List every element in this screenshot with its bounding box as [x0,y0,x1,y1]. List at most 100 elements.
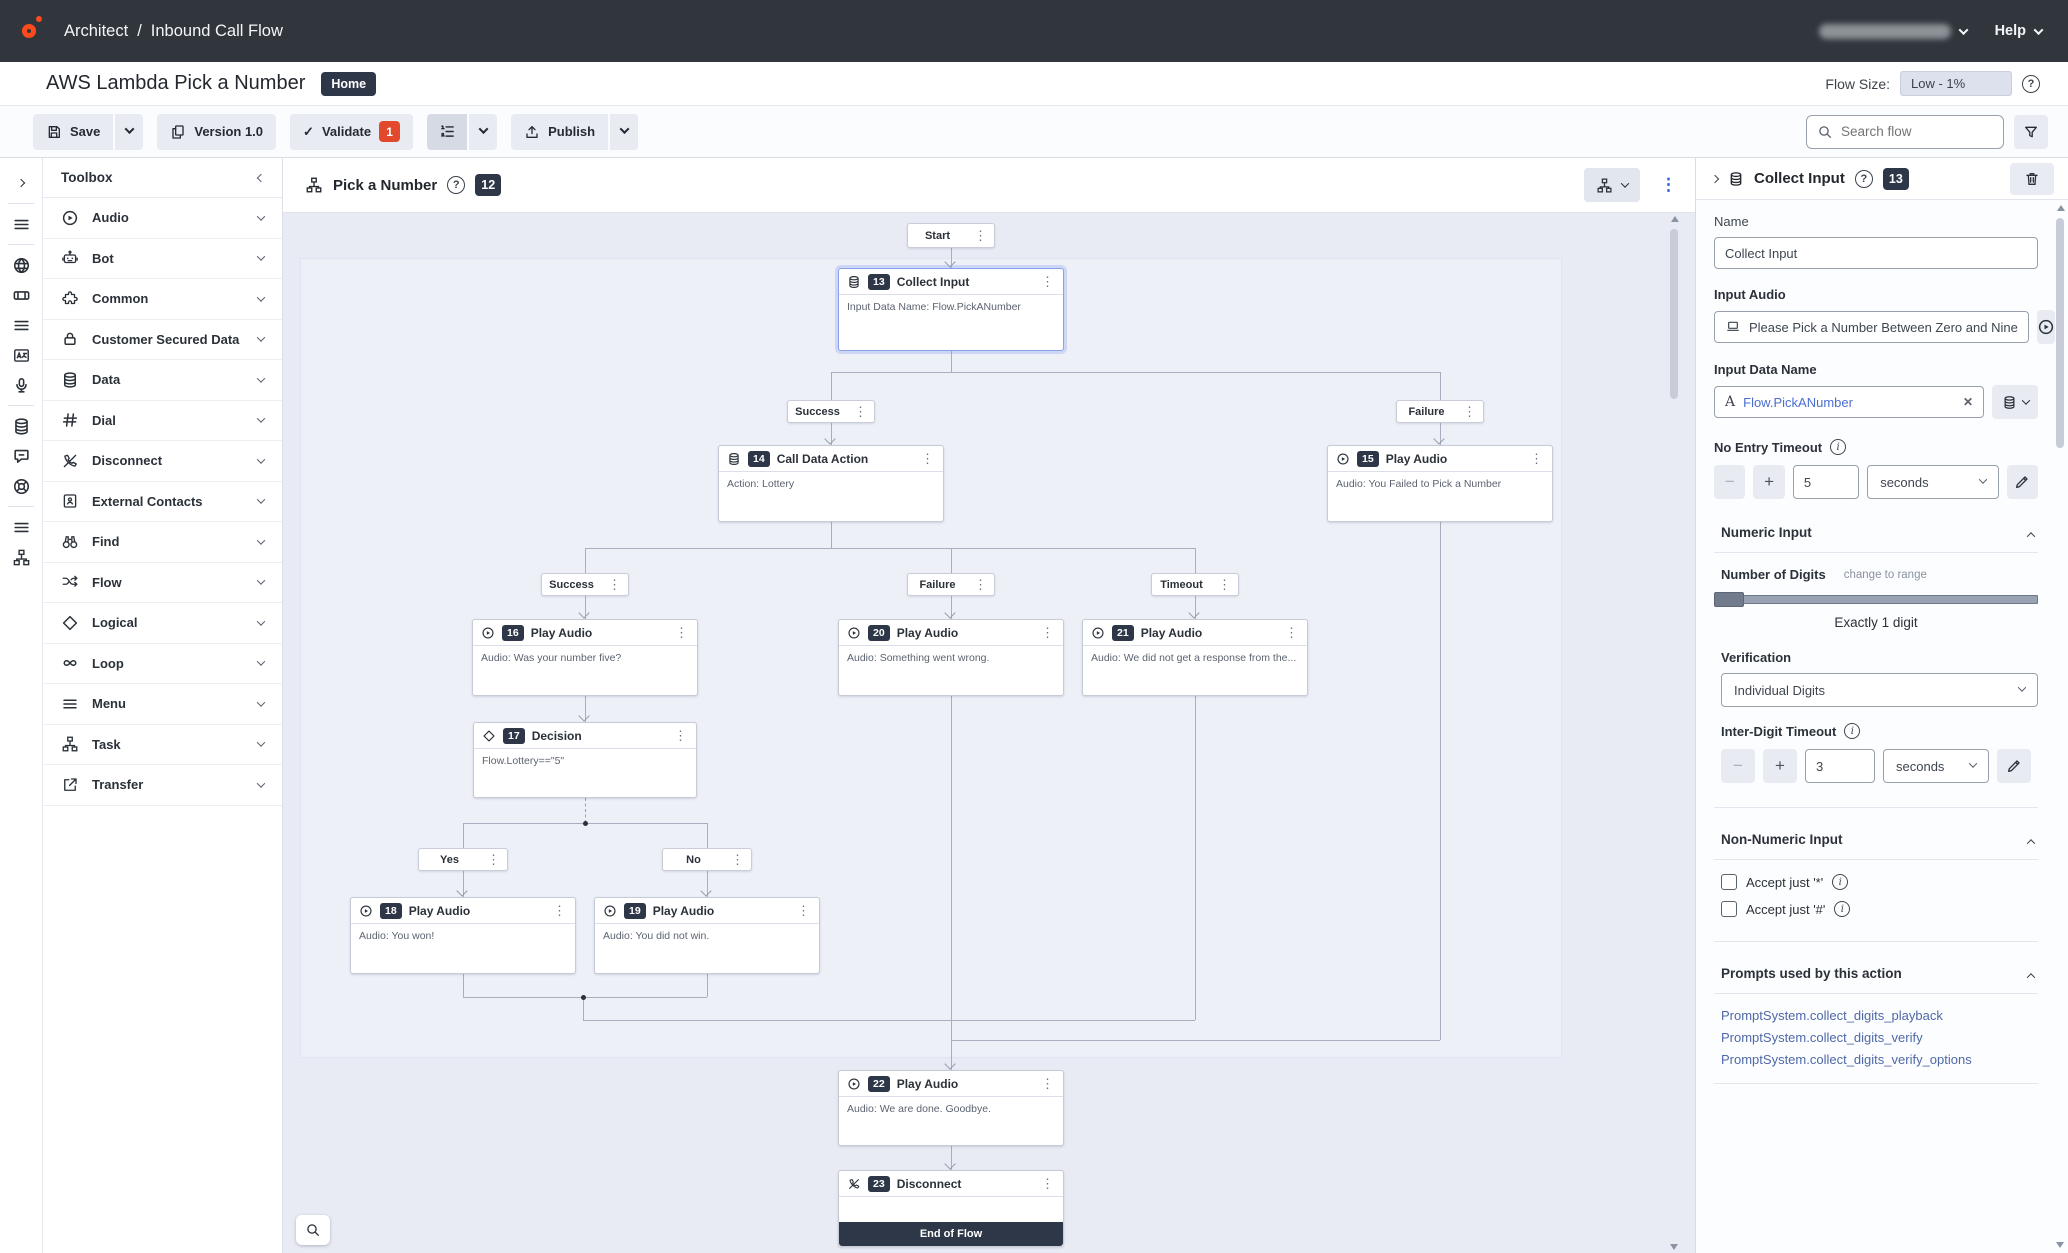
scroll-up-icon[interactable] [1670,216,1679,222]
toolbox-item-flow[interactable]: Flow [43,563,282,603]
kebab-menu-icon[interactable]: ⋮ [974,577,987,592]
inter-digit-timeout-unit-select[interactable]: seconds [1883,749,1989,783]
toolbox-item-dial[interactable]: Dial [43,401,282,441]
node-play-audio-19[interactable]: 19 Play Audio ⋮ Audio: You did not win. [594,897,820,974]
user-menu[interactable] [1818,23,1969,39]
accept-star-checkbox[interactable] [1721,874,1737,890]
toolbox-item-data[interactable]: Data [43,360,282,401]
change-to-range-link[interactable]: change to range [1843,568,1927,581]
scroll-down-icon[interactable] [2056,1242,2064,1248]
help-circle-icon[interactable]: ? [447,176,466,194]
info-icon[interactable]: i [1830,439,1847,455]
zoom-button[interactable] [296,1215,330,1245]
collapse-panel-icon[interactable] [1710,174,1720,183]
node-disconnect[interactable]: 23 Disconnect ⋮ End of Flow [838,1170,1064,1247]
help-menu[interactable]: Help [1995,23,2044,39]
expand-panel-icon[interactable] [0,168,42,198]
kebab-menu-icon[interactable]: ⋮ [974,228,987,243]
kebab-menu-icon[interactable]: ⋮ [1041,1076,1054,1091]
increment-button[interactable]: + [1763,749,1797,783]
validation-list-button[interactable] [427,113,468,150]
node-play-audio-22[interactable]: 22 Play Audio ⋮ Audio: We are done. Good… [838,1070,1064,1146]
branch-success[interactable]: Success⋮ [541,573,629,596]
life-ring-icon[interactable] [0,471,42,501]
decrement-button[interactable]: − [1714,465,1746,499]
breadcrumb-app[interactable]: Architect [64,21,129,40]
task-org-icon[interactable] [0,542,42,572]
translate-icon[interactable] [0,340,42,370]
section-non-numeric-input[interactable]: Non-Numeric Input [1714,832,2038,860]
layout-button[interactable] [1584,168,1640,202]
toolbox-item-disconnect[interactable]: Disconnect [43,441,282,482]
search-input[interactable] [1841,124,1981,139]
canvas-scrollbar[interactable] [1668,213,1681,1253]
publish-button[interactable]: Publish [511,113,609,150]
kebab-menu-icon[interactable]: ⋮ [797,903,810,918]
input-data-name-field[interactable]: A Flow.PickANumber ✕ [1714,386,1984,418]
branch-timeout[interactable]: Timeout⋮ [1151,573,1239,596]
node-call-data-action[interactable]: 14 Call Data Action ⋮ Action: Lottery [718,445,944,522]
scrollbar-thumb[interactable] [1670,229,1678,399]
kebab-menu-icon[interactable]: ⋮ [674,728,687,743]
toolbox-item-task[interactable]: Task [43,725,282,765]
branch-no[interactable]: No⋮ [662,848,752,871]
canvas-kebab-menu[interactable]: ⋮ [1660,175,1677,194]
verification-select[interactable]: Individual Digits [1721,673,2038,707]
menu-lines-icon[interactable] [0,512,42,542]
toolbox-item-logical[interactable]: Logical [43,603,282,644]
validation-count-badge[interactable]: 1 [379,121,401,142]
kebab-menu-icon[interactable]: ⋮ [675,625,688,640]
node-start[interactable]: Start ⋮ [907,223,995,248]
prompt-link[interactable]: PromptSystem.collect_digits_playback [1721,1008,1943,1023]
kebab-menu-icon[interactable]: ⋮ [1285,625,1298,640]
kebab-menu-icon[interactable]: ⋮ [487,852,500,867]
save-button[interactable]: Save [33,113,114,150]
accept-hash-checkbox[interactable] [1721,901,1737,917]
node-collect-input[interactable]: 13 Collect Input ⋮ Input Data Name: Flow… [838,268,1064,351]
node-decision[interactable]: 17 Decision ⋮ Flow.Lottery=="5" [473,722,697,798]
help-circle-icon[interactable]: ? [1854,169,1873,188]
toolbox-item-menu[interactable]: Menu [43,684,282,725]
toolbox-item-transfer[interactable]: Transfer [43,765,282,806]
branch-failure[interactable]: Failure⋮ [1396,400,1484,423]
node-play-audio-15[interactable]: 15 Play Audio ⋮ Audio: You Failed to Pic… [1327,445,1553,522]
section-prompts[interactable]: Prompts used by this action [1714,966,2038,994]
prompt-link[interactable]: PromptSystem.collect_digits_verify [1721,1030,1923,1045]
save-menu-button[interactable] [115,113,144,150]
scroll-up-icon[interactable] [2056,205,2065,211]
digits-slider[interactable] [1714,592,2038,607]
kebab-menu-icon[interactable]: ⋮ [1218,577,1231,592]
kebab-menu-icon[interactable]: ⋮ [1041,625,1054,640]
node-play-audio-21[interactable]: 21 Play Audio ⋮ Audio: We did not get a … [1082,619,1308,696]
kebab-menu-icon[interactable]: ⋮ [731,852,744,867]
validation-list-menu-button[interactable] [469,113,498,150]
play-audio-button[interactable] [2036,310,2055,344]
node-play-audio-16[interactable]: 16 Play Audio ⋮ Audio: Was your number f… [472,619,698,696]
menu-lines-icon[interactable] [0,209,42,239]
kebab-menu-icon[interactable]: ⋮ [921,451,934,466]
section-numeric-input[interactable]: Numeric Input [1714,525,2038,553]
info-icon[interactable]: i [1832,874,1849,890]
validate-button[interactable]: ✓ Validate 1 [290,113,414,150]
branch-success[interactable]: Success⋮ [787,400,875,423]
ticket-icon[interactable] [0,280,42,310]
globe-icon[interactable] [0,250,42,280]
delete-action-button[interactable] [2010,162,2054,195]
kebab-menu-icon[interactable]: ⋮ [1463,404,1476,419]
collapse-toolbox-icon[interactable] [256,173,266,182]
scroll-down-icon[interactable] [1670,1244,1678,1250]
toolbox-item-common[interactable]: Common [43,279,282,320]
kebab-menu-icon[interactable]: ⋮ [1530,451,1543,466]
kebab-menu-icon[interactable]: ⋮ [854,404,867,419]
toolbox-item-find[interactable]: Find [43,522,282,563]
version-button[interactable]: Version 1.0 [157,113,277,150]
publish-menu-button[interactable] [610,113,639,150]
name-field[interactable] [1725,245,2027,261]
database-icon[interactable] [0,411,42,441]
genesys-logo-icon[interactable] [20,14,50,48]
inter-digit-timeout-value[interactable]: 3 [1805,749,1875,783]
prompt-link[interactable]: PromptSystem.collect_digits_verify_optio… [1721,1052,1972,1067]
panel-scrollbar[interactable] [2054,202,2067,1251]
filter-button[interactable] [2014,114,2048,149]
chat-icon[interactable] [0,441,42,471]
